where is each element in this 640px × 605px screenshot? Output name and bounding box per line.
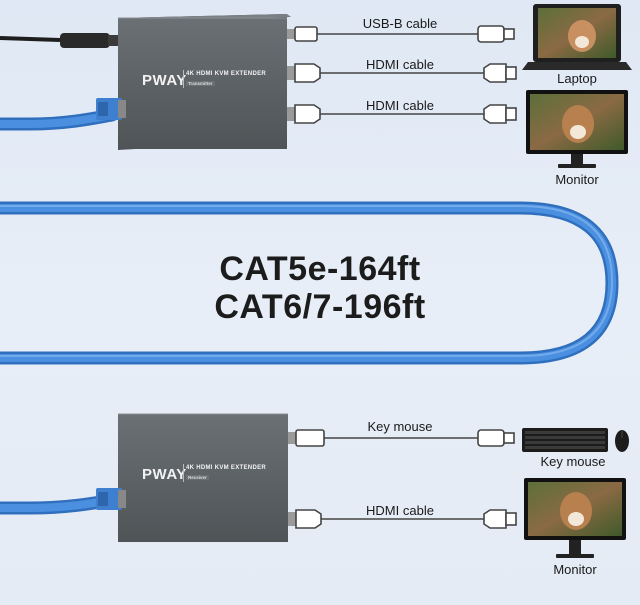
transmitter-model: 4K HDMI KVM EXTENDER <box>186 71 267 77</box>
usb-b-cable-top <box>287 25 515 43</box>
hdmi-cable-label: HDMI cable <box>366 503 434 518</box>
monitor-icon-top <box>526 90 628 168</box>
transmitter-tag: Transmitter <box>186 81 215 86</box>
monitor-icon-bottom <box>524 478 626 558</box>
transmitter-brand: PWAY <box>142 72 187 89</box>
hdmi-cable-label: HDMI cable <box>366 98 434 113</box>
hdmi-cable-top-2 <box>287 104 517 124</box>
cat5e-distance: CAT5e-164ft <box>219 250 421 288</box>
laptop-icon <box>522 4 632 70</box>
key-mouse-cable-label: Key mouse <box>367 419 433 434</box>
hdmi-cable-label: HDMI cable <box>366 57 434 72</box>
hdmi-cable-top-1 <box>287 63 517 83</box>
brand-divider <box>183 70 184 88</box>
laptop-label: Laptop <box>557 71 597 86</box>
receiver-model: 4K HDMI KVM EXTENDER <box>186 465 267 471</box>
hdmi-cable-bottom <box>288 509 517 529</box>
receiver-brand: PWAY <box>142 466 187 483</box>
receiver-unit <box>96 413 288 542</box>
usb-cable-bottom <box>288 429 515 447</box>
key-mouse-label: Key mouse <box>540 454 606 469</box>
monitor-label: Monitor <box>553 562 597 577</box>
keyboard-mouse-icon <box>522 428 629 452</box>
brand-divider <box>183 464 184 482</box>
receiver-tag: Receiver <box>186 475 209 480</box>
usb-b-cable-label: USB-B cable <box>362 16 438 31</box>
cat6-distance: CAT6/7-196ft <box>214 288 426 326</box>
monitor-label: Monitor <box>555 172 599 187</box>
ethernet-cable <box>0 108 619 515</box>
